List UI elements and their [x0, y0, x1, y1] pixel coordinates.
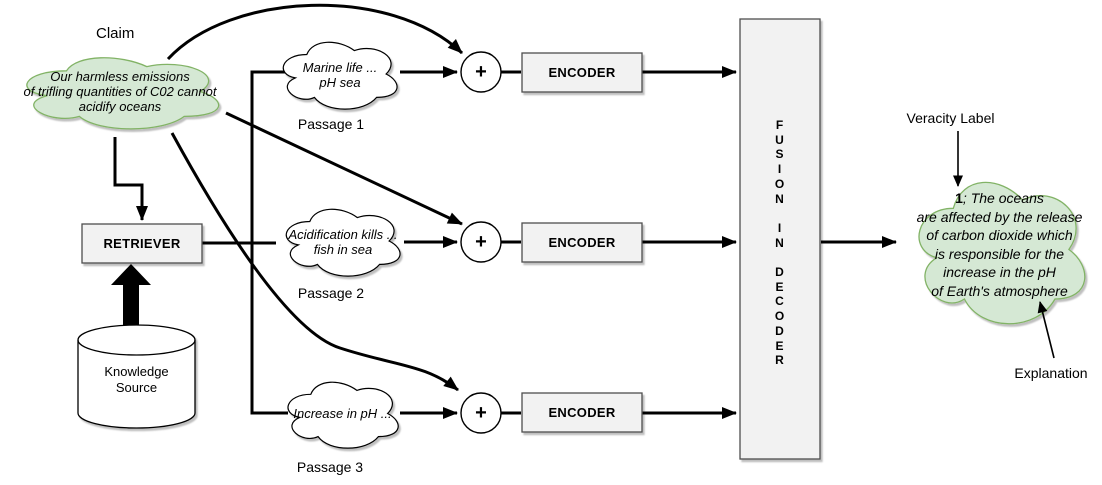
claim-to-combiner3-curve: [170, 132, 459, 392]
encoder1-box: [521, 52, 643, 93]
plus-combiner-1: +: [475, 60, 487, 83]
veracity-label: Veracity Label: [906, 110, 995, 126]
claim-cloud-text: Our harmless emissions of trifling quant…: [23, 69, 217, 114]
passage1-cloud-text: Marine life ... pH sea: [302, 60, 378, 90]
passage2-cloud-text: Acidification kills ... fish in sea: [288, 227, 398, 257]
knowledge-source-cylinder-rim: [77, 339, 196, 356]
passage2-caption: Passage 2: [297, 285, 365, 301]
fusion-in-decoder-label: F U S I O N I N D E C O D E R: [774, 118, 786, 368]
encoder3-label: ENCODER: [548, 405, 616, 420]
retriever-label: RETRIEVER: [103, 236, 181, 251]
knowledge-source-label: Knowledge Source: [104, 364, 169, 395]
claim-to-retriever-elbow-arrow: [113, 137, 148, 221]
encoder1-label: ENCODER: [548, 65, 616, 80]
passage3-cloud-text: Increase in pH ...: [293, 406, 392, 421]
combiner1-circle: [460, 51, 502, 93]
claim-to-combiner1-arc: [166, 3, 464, 61]
retriever-box: [81, 223, 203, 264]
plus-combiner-2: +: [475, 230, 487, 253]
passage1-caption: Passage 1: [297, 116, 365, 132]
output-cloud-text: 1; The oceans are affected by the releas…: [899, 189, 1100, 300]
claim-label: Claim: [96, 25, 135, 42]
encoder2-label: ENCODER: [548, 235, 616, 250]
retriever-branch-to-passages-line: [250, 70, 288, 415]
explanation-label: Explanation: [1014, 365, 1088, 381]
encoder3-box: [521, 392, 643, 433]
knowledge-source-cylinder: [77, 324, 196, 429]
explanation-arrow: [1037, 301, 1055, 359]
claim-cloud: [26, 57, 220, 130]
plus-combiner-3: +: [475, 401, 487, 424]
passage1-cloud: [282, 41, 398, 110]
passage3-caption: Passage 3: [296, 459, 364, 475]
veracity-value: 1: [955, 190, 963, 206]
combiner2-circle: [460, 221, 502, 263]
fusion-in-decoder-box: [739, 18, 821, 460]
output-cloud: [918, 181, 1086, 325]
passage3-cloud: [287, 381, 399, 449]
encoder2-box: [521, 222, 643, 263]
explanation-text: ; The oceans are affected by the release…: [916, 190, 1083, 299]
claim-to-combiner2-arrow: [225, 111, 463, 226]
knowledge-to-retriever-arrow: [111, 264, 151, 328]
combiner3-circle: [460, 392, 502, 434]
passage2-cloud: [285, 208, 401, 277]
